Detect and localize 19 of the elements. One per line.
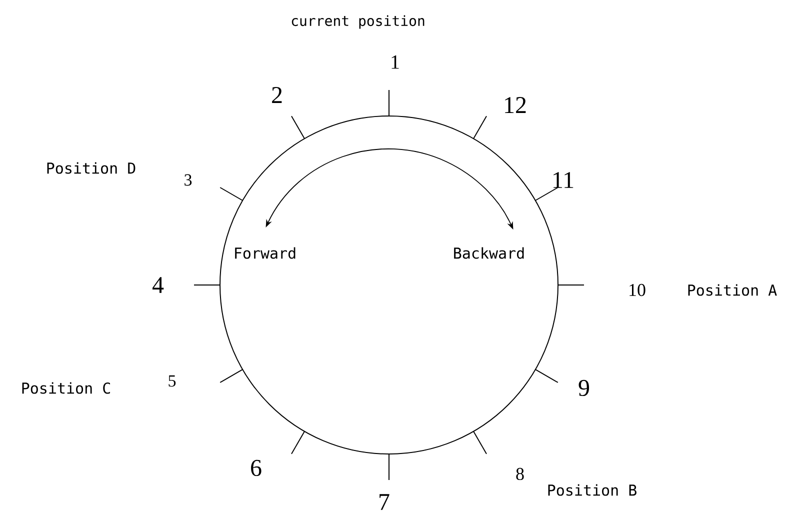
position-label: Position C (22, 382, 110, 394)
tick-number: 2 (272, 87, 282, 103)
position-label: current position (292, 15, 424, 29)
tick-number: 11 (554, 172, 574, 188)
tick-number: 3 (184, 174, 192, 186)
position-label: Position D (47, 162, 136, 174)
tick-number: 1 (392, 55, 399, 69)
direction-label: Forward (235, 247, 296, 259)
tick-number: 12 (505, 97, 526, 113)
position-label: Position B (548, 484, 636, 496)
tick-number: 10 (630, 284, 646, 296)
position-label: Position A (688, 284, 777, 296)
tick-number: 8 (516, 468, 524, 480)
tick-number: 5 (168, 375, 176, 387)
tick-number: 9 (578, 380, 589, 396)
tick-number: 4 (152, 277, 164, 293)
tick-number: 6 (251, 460, 262, 476)
direction-label: Backward (454, 247, 524, 259)
tick-number: 7 (380, 494, 390, 510)
